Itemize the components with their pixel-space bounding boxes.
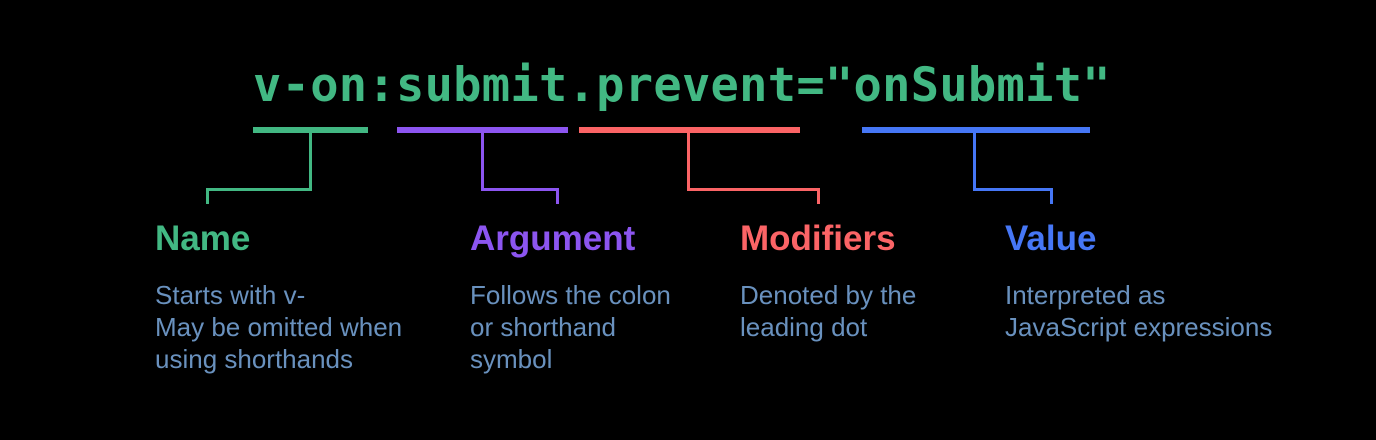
modifiers-label: Modifiers [740, 219, 896, 258]
argument-connector-arm [481, 188, 559, 191]
value-underline [862, 127, 1090, 133]
modifiers-connector-stem [687, 133, 690, 188]
value-connector-arm [973, 188, 1053, 191]
name-connector-tick [206, 188, 209, 204]
modifiers-underline [579, 127, 800, 133]
name-label: Name [155, 219, 251, 258]
value-description: Interpreted as JavaScript expressions [1005, 280, 1273, 342]
argument-description: Follows the colon or shorthand symbol [470, 280, 671, 374]
modifiers-column: Modifiers Denoted by the leading dot [740, 221, 1040, 343]
name-column: Name Starts with v- May be omitted when … [155, 221, 455, 375]
modifiers-connector-arm [687, 188, 820, 191]
value-column: Value Interpreted as JavaScript expressi… [1005, 221, 1305, 343]
argument-label: Argument [470, 219, 636, 258]
modifiers-description: Denoted by the leading dot [740, 280, 917, 342]
name-underline [253, 127, 368, 133]
value-label: Value [1005, 219, 1097, 258]
modifiers-connector-tick [817, 188, 820, 204]
argument-connector-tick [556, 188, 559, 204]
name-connector-stem [309, 133, 312, 188]
argument-connector-stem [481, 133, 484, 188]
name-description: Starts with v- May be omitted when using… [155, 280, 403, 374]
argument-underline [397, 127, 568, 133]
value-connector-tick [1050, 188, 1053, 204]
argument-column: Argument Follows the colon or shorthand … [470, 221, 770, 375]
value-connector-stem [973, 133, 976, 188]
name-connector-arm [206, 188, 312, 191]
code-expression: v-on:submit.prevent="onSubmit" [253, 58, 1111, 113]
